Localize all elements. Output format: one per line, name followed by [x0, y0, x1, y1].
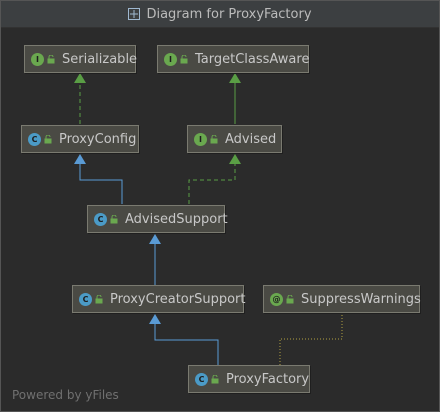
edge-proxyfactory-suppresswarnings [279, 314, 343, 365]
public-lock-icon [44, 134, 52, 143]
public-lock-icon [110, 214, 118, 223]
node-proxycreatorsupport[interactable]: C ProxyCreatorSupport [72, 285, 246, 313]
node-targetclassaware[interactable]: I TargetClassAware [157, 45, 309, 73]
title-bar: Diagram for ProxyFactory [1, 1, 439, 28]
public-lock-icon [180, 54, 188, 63]
node-serializable[interactable]: I Serializable [24, 45, 138, 73]
node-advisedsupport[interactable]: C AdvisedSupport [87, 205, 228, 233]
powered-by-label: Powered by yFiles [12, 388, 119, 402]
public-lock-icon [286, 294, 294, 303]
public-lock-icon [210, 134, 218, 143]
node-label: Serializable [62, 51, 138, 67]
node-label: ProxyConfig [59, 131, 137, 147]
class-icon: C [28, 132, 41, 146]
node-suppresswarnings[interactable]: @ SuppressWarnings [263, 285, 421, 313]
node-label: SuppressWarnings [301, 291, 421, 307]
node-label: Advised [225, 131, 277, 147]
interface-icon: I [31, 52, 44, 66]
class-icon: C [79, 292, 92, 306]
node-advised[interactable]: I Advised [187, 125, 282, 153]
public-lock-icon [47, 54, 55, 63]
interface-icon: I [194, 132, 207, 146]
edge-advisedsupport-advised [188, 154, 241, 204]
node-label: AdvisedSupport [125, 211, 228, 227]
node-label: TargetClassAware [195, 51, 310, 67]
diagram-icon [128, 8, 141, 20]
class-icon: C [195, 372, 208, 386]
edge-advised-targetclassaware [229, 73, 241, 124]
edge-advisedsupport-proxyconfig [74, 154, 123, 204]
node-proxyconfig[interactable]: C ProxyConfig [21, 125, 139, 153]
class-icon: C [94, 212, 107, 226]
edge-proxyfactory-proxycreatorsupport [149, 314, 219, 365]
window-title: Diagram for ProxyFactory [146, 6, 312, 22]
edge-proxycreatorsupport-advisedsupport [149, 234, 161, 285]
public-lock-icon [95, 294, 103, 303]
edge-proxyconfig-serializable [74, 73, 86, 124]
annotation-icon: @ [270, 292, 283, 306]
node-label: ProxyFactory [226, 371, 310, 387]
public-lock-icon [211, 374, 219, 383]
node-proxyfactory[interactable]: C ProxyFactory [188, 365, 310, 393]
node-label: ProxyCreatorSupport [110, 291, 246, 307]
interface-icon: I [164, 52, 177, 66]
